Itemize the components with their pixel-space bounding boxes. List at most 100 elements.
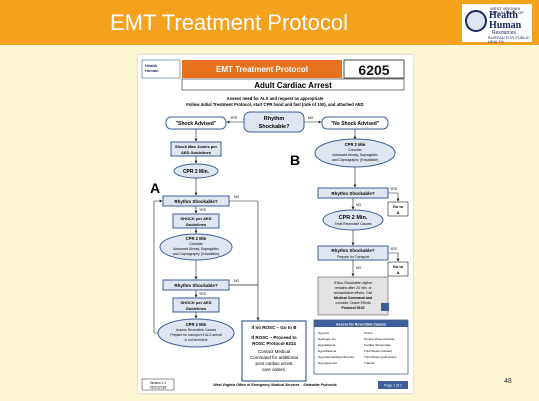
cb2-l1: CPR 2 Min. — [339, 215, 368, 221]
cf-l1: CPR 2 Min — [186, 322, 207, 327]
rc-right-3: Thrombosis (cardiac) — [364, 349, 392, 353]
spa1-l1: SHOCK per AED — [180, 216, 211, 221]
ce-l6: Protocol 9102 — [342, 306, 365, 310]
cc-l4: and Capnography (if available) — [173, 252, 219, 256]
smj-l2: AED Guidelines — [181, 150, 212, 155]
go-to-a-2 — [387, 261, 409, 277]
rosc-l8: care orders. — [262, 367, 286, 372]
title-bar: EMT Treatment Protocol — [0, 0, 539, 45]
no-label-b3: NO — [356, 266, 362, 270]
yes-label-a1: YES — [199, 208, 207, 212]
cease-efforts-box — [317, 276, 389, 316]
rsb3-l2: Prepare for Transport — [337, 255, 369, 259]
instruction-line1: Assess need for ALS and request as appro… — [227, 96, 324, 101]
logo-line4: Resources — [492, 30, 516, 36]
rc-left-3: Hyperkalemia — [318, 349, 337, 353]
doc-header-bar — [182, 60, 342, 78]
version-box — [141, 378, 175, 391]
yes-label: YES — [230, 116, 238, 120]
slide-title: EMT Treatment Protocol — [109, 10, 348, 35]
protocol-flowchart: Health Human EMT Treatment Protocol 6205… — [141, 59, 409, 391]
ce-l3: resuscitative efforts, Call — [334, 291, 372, 295]
reversible-causes-header — [314, 320, 408, 327]
logo-line2: Health — [489, 10, 518, 21]
version-l1: Version 1.1 — [150, 381, 167, 385]
gta2-l2: A — [397, 270, 400, 275]
rc-left-1: Hydrogen ion — [318, 337, 336, 341]
rc-right-2: Cardiac Tamponade — [364, 343, 391, 347]
rosc-l3: If ROSC – Proceed to — [251, 335, 297, 340]
rosc-l5: Contact Medical — [258, 349, 290, 354]
gta1-l1: Go to — [393, 204, 404, 209]
rc-left-4: Hypothermia/Hyperthermia — [318, 355, 354, 359]
ce-l2: remains after 20 min. of — [335, 286, 372, 290]
rsb1-text: Rhythm Shockable? — [331, 191, 375, 196]
version-l2: 01/01/2018 — [150, 386, 167, 390]
logo-line5: BUREAU FOR PUBLIC HEALTH — [488, 35, 530, 44]
cf-l3: Prepare for transport if ALS arrival — [170, 333, 222, 337]
cc-l1: CPR 2 Min — [186, 236, 207, 241]
slide-page-number: 48 — [504, 378, 512, 385]
no-label-a1: NO — [234, 195, 240, 199]
label-b: B — [290, 152, 300, 168]
ce-l5: consider Cease Efforts — [335, 301, 371, 305]
cb-l4: and Capnography (if available) — [332, 158, 378, 162]
rc-title: Assess for Reversible Causes — [336, 323, 386, 327]
protocol-number: 6205 — [358, 62, 389, 78]
seal-icon — [465, 10, 487, 32]
cb-l1: CPR 2 Min — [345, 142, 366, 147]
rc-left-2: Hypokalemia — [318, 343, 336, 347]
rosc-l1: If no ROSC – Go to B — [252, 325, 298, 330]
gta2-l1: Go to — [393, 264, 404, 269]
rst-l2: Shockable? — [259, 124, 291, 130]
rc-left-5: Hypoglycemia — [318, 361, 337, 365]
logo-line3: Human — [489, 20, 522, 31]
yes-label-b3: YES — [390, 247, 398, 251]
cb2-l2: Treat Reversible Causes — [334, 222, 371, 226]
no-shock-advised-text: "No Shock Advised" — [331, 121, 380, 127]
phone-icon — [381, 303, 389, 311]
spa2-l1: SHOCK per AED — [180, 300, 211, 305]
instruction-line2: Follow Initial Treatment Protocol, start… — [186, 102, 363, 107]
cc-l2: Consider — [189, 242, 203, 246]
protocol-number-box — [343, 59, 405, 79]
label-a: A — [150, 180, 160, 196]
cpr-a-text: CPR 2 Min. — [183, 169, 210, 175]
spa1-l2: Guidelines — [186, 222, 207, 227]
rst-l1: Rhythm — [264, 116, 285, 122]
protocol-document: Health Human EMT Treatment Protocol 6205… — [138, 55, 413, 393]
gta1-l2: A — [397, 210, 400, 215]
ce-l1: If Non-Shockable rhythm — [334, 281, 373, 285]
rc-left-0: Hypoxia — [318, 331, 329, 335]
page-text: Page 1 of 1 — [384, 384, 402, 388]
doc-logo-line2: Human — [145, 68, 159, 73]
doc-subtitle: Adult Cardiac Arrest — [254, 81, 332, 90]
rsa2-text: Rhythm Shockable? — [174, 283, 218, 288]
hhr-logo: WEST VIRGINIA DEPARTMENT OF Health Human… — [462, 4, 532, 44]
no-label: NO — [308, 116, 314, 120]
go-to-a-1 — [387, 201, 409, 217]
spa2-l2: Guidelines — [186, 306, 207, 311]
rc-right-0: Toxins — [364, 331, 373, 335]
cf-l4: is not imminent — [185, 338, 208, 342]
smj-l1: Shock Max Joules per — [175, 144, 217, 149]
yes-label-a2: YES — [199, 292, 207, 296]
rosc-box — [241, 320, 307, 382]
cb-l3: Advanced Airway, Supraglottic — [332, 153, 378, 157]
doc-logo — [141, 59, 181, 79]
rosc-l6: Command for additional — [250, 355, 298, 360]
rsa1-text: Rhythm Shockable? — [174, 199, 218, 204]
cb-l2: Consider — [348, 148, 362, 152]
rosc-l4: ROSC Protocol 6214 — [252, 341, 296, 346]
rc-right-1: Tension Pneumothorax — [364, 337, 395, 341]
yes-label-b1: YES — [390, 187, 398, 191]
subtitle-box — [181, 78, 405, 91]
footer-center: West Virginia Office of Emergency Medica… — [213, 383, 337, 387]
rc-right-4: Thrombosis (pulmonary) — [364, 355, 397, 359]
rc-right-5: Trauma — [364, 361, 375, 365]
rsb3-l1: Rhythm Shockable? — [331, 248, 375, 253]
doc-header-title: EMT Treatment Protocol — [216, 65, 308, 74]
ce-l4: Medical Command and — [334, 296, 372, 300]
cf-l2: Assess Reversible Causes — [176, 328, 217, 332]
